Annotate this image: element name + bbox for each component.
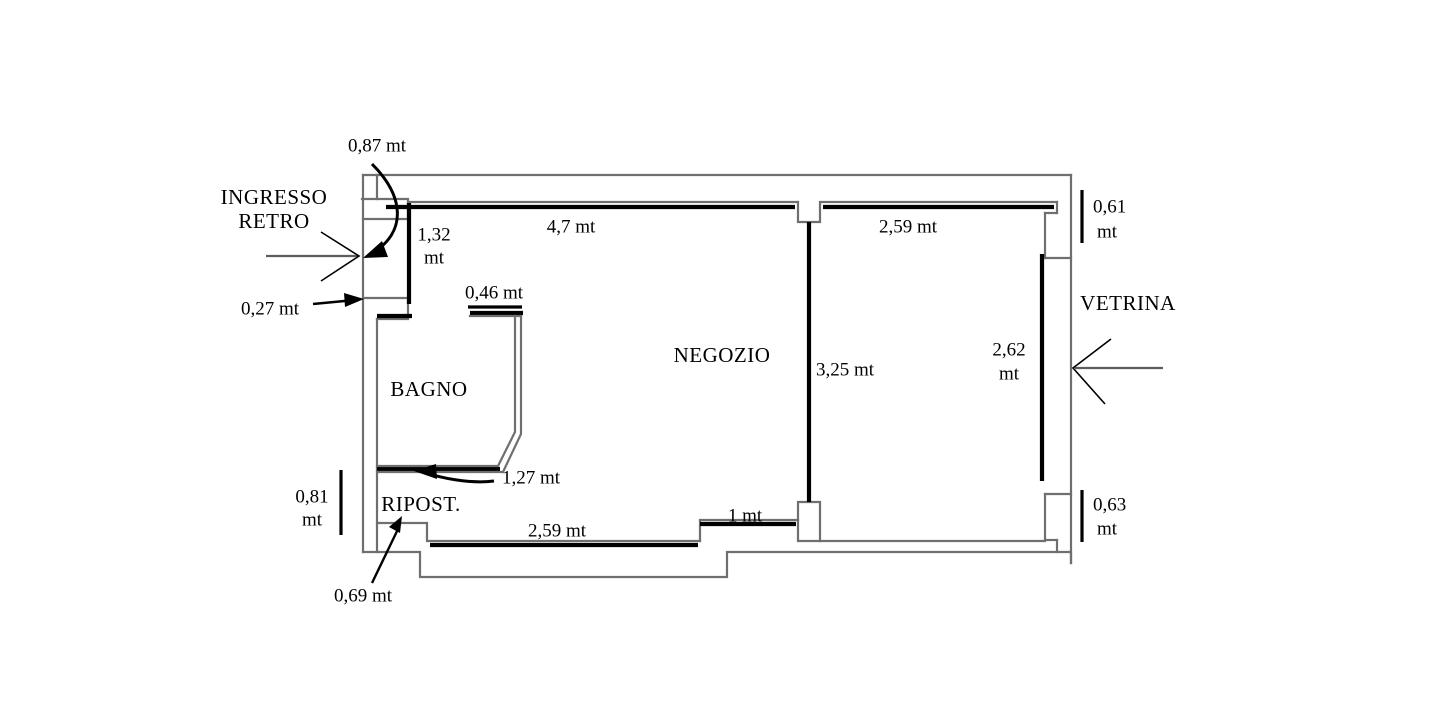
callout-0-27-arrowhead <box>344 293 364 307</box>
dimension-label-0-61: 0,61 <box>1093 196 1126 217</box>
dimension-label-1-32: 1,32 <box>417 224 450 245</box>
dimension-label-0-63-unit: mt <box>1097 518 1118 539</box>
ingresso-retro-arrow <box>266 231 361 282</box>
dimension-label-2-59-top: 2,59 mt <box>879 216 938 237</box>
callout-0-69-line <box>370 526 401 584</box>
vetrina-arrow-head <box>1071 338 1112 405</box>
outer-wall-perimeter <box>361 173 1073 579</box>
dimension-label-3-25: 3,25 mt <box>816 359 875 380</box>
bagno-outer-outline <box>375 314 523 474</box>
room-label-ripost: RIPOST. <box>381 492 461 516</box>
dimension-label-0-27: 0,27 mt <box>241 298 300 319</box>
ingresso-arrow-head <box>320 231 361 282</box>
dimension-label-0-87: 0,87 mt <box>348 135 407 156</box>
callout-1-27 <box>414 464 495 484</box>
dimension-label-2-62-unit: mt <box>999 363 1020 384</box>
dimension-label-1-32-unit: mt <box>424 247 445 268</box>
outer-wall-bottom <box>361 550 1073 579</box>
bagno-inner-outline <box>375 314 517 468</box>
dimension-label-0-81-unit: mt <box>302 509 323 530</box>
dimension-label-2-59-bottom: 2,59 mt <box>528 520 587 541</box>
inner-face-topleft-return <box>360 173 379 201</box>
dimension-label-4-7: 4,7 mt <box>547 216 596 237</box>
bottom-center-pillar <box>698 518 1047 543</box>
access-label-ingresso-line1: INGRESSO <box>221 185 328 209</box>
vetrina-arrow <box>1071 338 1163 405</box>
access-label-vetrina: VETRINA <box>1080 291 1176 315</box>
top-center-pillar <box>796 200 1059 224</box>
dimension-label-0-46: 0,46 mt <box>465 282 524 303</box>
dimension-label-0-63: 0,63 <box>1093 494 1126 515</box>
callout-0-87-arrowhead <box>363 241 388 258</box>
dimension-label-0-61-unit: mt <box>1097 221 1118 242</box>
dimension-label-0-69: 0,69 mt <box>334 585 393 606</box>
callout-0-69-arrowhead <box>389 516 402 533</box>
measured-wall-segments <box>377 203 1054 548</box>
bottom-face-left-span <box>375 521 702 543</box>
dimension-ticks <box>339 190 1084 542</box>
access-label-ingresso-line2: RETRO <box>238 209 309 233</box>
inner-wall-faces <box>360 173 1073 554</box>
callout-1-27-arrowhead <box>414 464 437 479</box>
dimension-label-1-27: 1,27 mt <box>502 467 561 488</box>
callout-0-27 <box>312 293 364 307</box>
dimension-label-2-62: 2,62 <box>992 339 1025 360</box>
callout-0-69 <box>370 516 402 584</box>
callout-0-87 <box>363 162 399 258</box>
entrance-notch-lower <box>361 296 410 321</box>
bottom-pillar-protrusion <box>796 500 822 543</box>
dimension-label-0-81: 0,81 <box>295 486 328 507</box>
dimension-label-1-mt: 1 mt <box>728 505 763 526</box>
bagno-partition <box>375 314 523 474</box>
room-label-negozio: NEGOZIO <box>674 343 771 367</box>
room-label-bagno: BAGNO <box>390 377 467 401</box>
